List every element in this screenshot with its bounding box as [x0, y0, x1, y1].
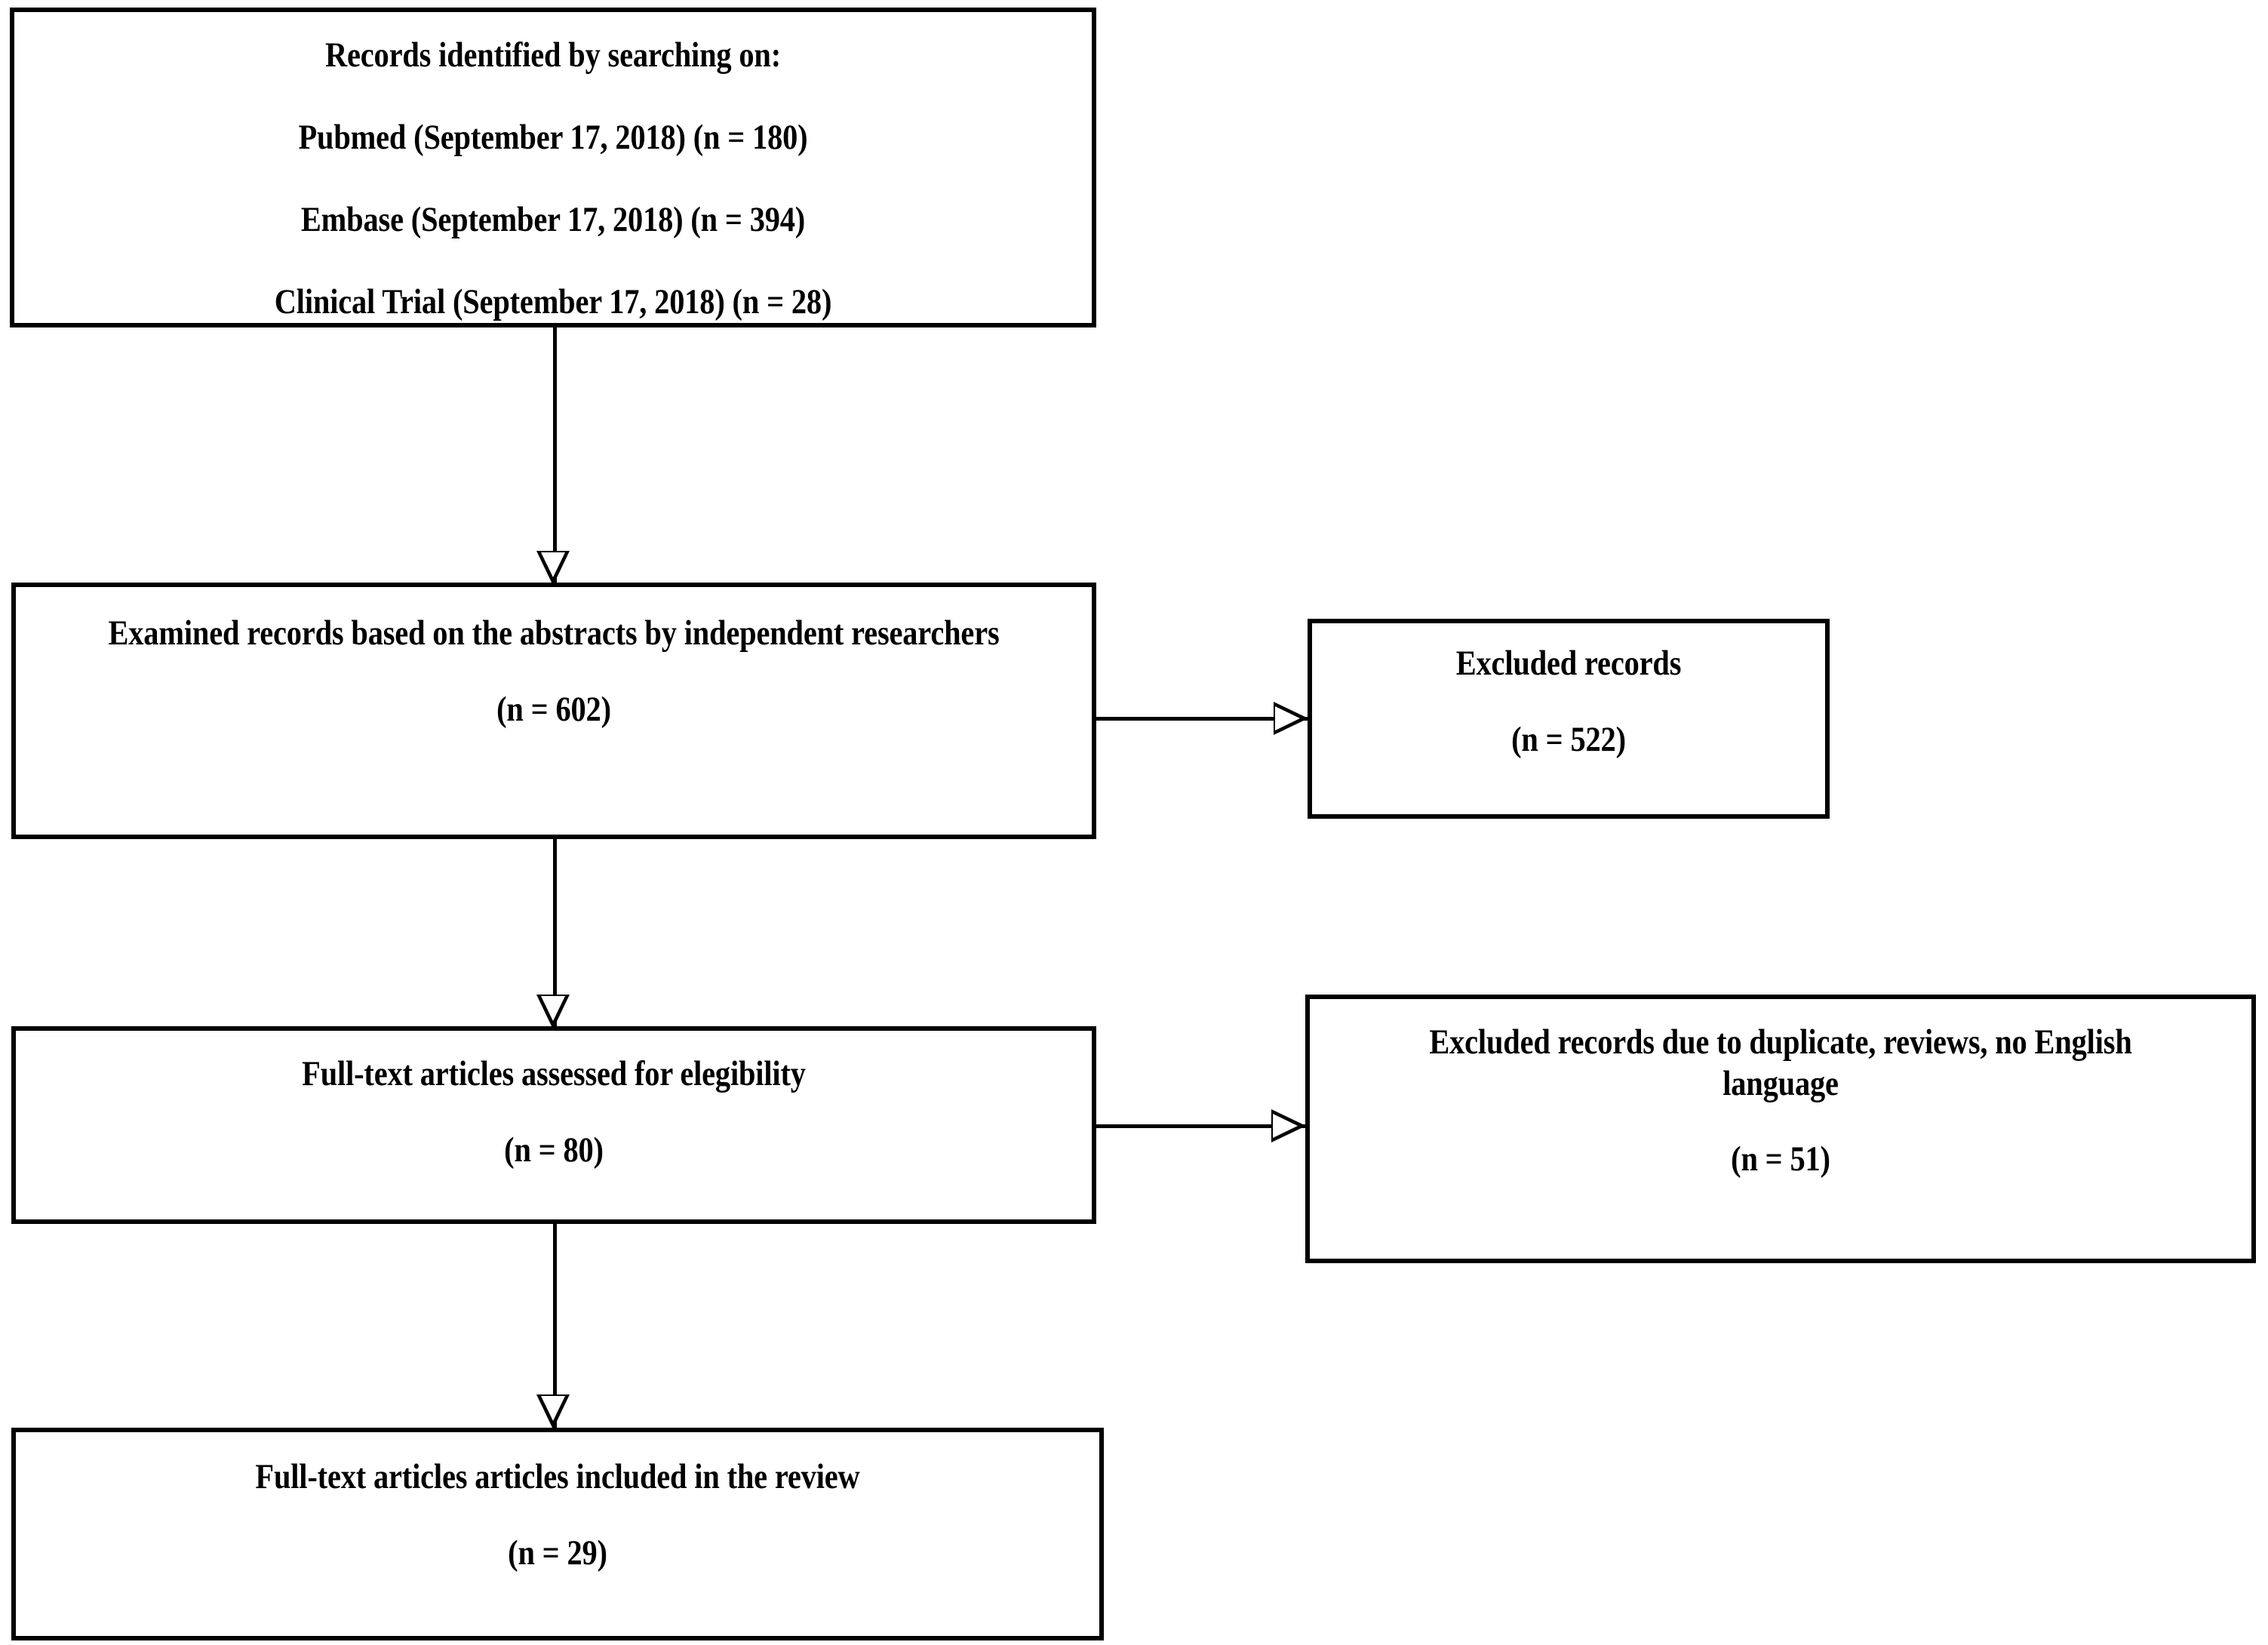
- excluded-records-count: (n = 522): [1511, 719, 1626, 759]
- connector-examined-to-fulltext: [553, 839, 557, 1032]
- articles-included-text: Full-text articles articles included in …: [255, 1457, 860, 1496]
- connector-fulltext-to-included: [553, 1224, 557, 1431]
- examined-records-box: Examined records based on the abstracts …: [11, 583, 1096, 839]
- excluded-reasons-count: (n = 51): [1731, 1139, 1830, 1179]
- full-text-assessed-box: Full-text articles assessed for elegibil…: [11, 1026, 1096, 1224]
- excluded-records-box: Excluded records (n = 522): [1308, 619, 1830, 819]
- connector-identified-to-examined: [553, 327, 557, 588]
- arrowhead-right-icon: [1274, 702, 1308, 735]
- arrowhead-right-icon: [1271, 1109, 1306, 1142]
- full-text-assessed-text: Full-text articles assessed for elegibil…: [302, 1054, 806, 1093]
- connector-fulltext-to-excluded: [1094, 1124, 1311, 1128]
- records-identified-heading: Records identified by searching on:: [324, 35, 782, 75]
- full-text-assessed-count: (n = 80): [504, 1130, 604, 1170]
- records-identified-box: Records identified by searching on: Pubm…: [10, 8, 1096, 327]
- articles-included-box: Full-text articles articles included in …: [11, 1428, 1104, 1640]
- arrowhead-down-icon: [536, 995, 570, 1029]
- arrowhead-down-icon: [536, 551, 570, 586]
- pubmed-count-line: Pubmed (September 17, 2018) (n = 180): [298, 118, 808, 158]
- articles-included-count: (n = 29): [508, 1533, 607, 1573]
- excluded-records-reasons-box: Excluded records due to duplicate, revie…: [1305, 995, 2256, 1263]
- clinical-trial-count-line: Clinical Trial (September 17, 2018) (n =…: [274, 282, 832, 322]
- arrowhead-down-icon: [536, 1394, 570, 1429]
- connector-examined-to-excluded: [1094, 717, 1313, 721]
- examined-records-count: (n = 602): [496, 689, 611, 729]
- examined-records-text: Examined records based on the abstracts …: [108, 613, 1000, 653]
- embase-count-line: Embase (September 17, 2018) (n = 394): [300, 200, 806, 240]
- excluded-records-text: Excluded records: [1455, 644, 1682, 683]
- excluded-reasons-text: Excluded records due to duplicate, revie…: [1429, 1022, 2140, 1103]
